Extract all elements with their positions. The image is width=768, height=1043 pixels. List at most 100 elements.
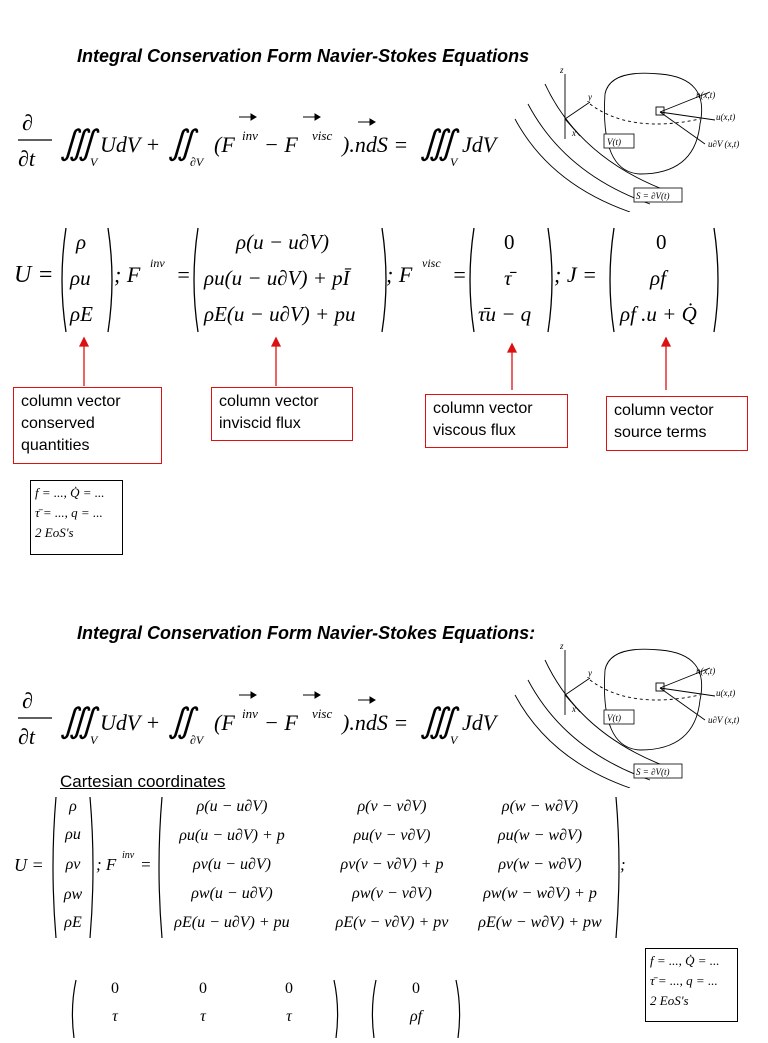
note2-line-2: τ̄ = ..., q = ... [650,973,718,988]
section1-title: Integral Conservation Form Navier-Stokes… [77,46,530,66]
svg-text:− F: − F [264,710,298,735]
section2-title: Integral Conservation Form Navier-Stokes… [77,623,536,643]
callout-viscous: column vector viscous flux [425,394,568,448]
callout-arrows [78,336,672,390]
inv-superscript: inv [242,128,258,143]
note2-line-3: 2 EoS's [650,993,689,1008]
diag-y-label: y [587,92,592,102]
callout-source-line-1: column vector [614,402,714,419]
svg-text:V: V [450,733,459,747]
cart-U-2: ρv [65,856,81,873]
Finv-vector: ρ(u − u∂V) ρu(u − u∂V) + pĪ ρE(u − u∂V) … [190,226,390,334]
J-entry-1: ρf [650,266,666,290]
finv-cell-r4-c1: ρE(v − v∂V) + pv [335,914,449,931]
note1-line-1: f = ..., Q̇ = ... [35,485,105,500]
callout-source-line-2: source terms [614,424,707,441]
diag-usv-label: u∂V (x,t) [708,139,739,149]
note1-line-3: 2 EoS's [35,525,74,540]
svg-text:∂V: ∂V [190,733,205,747]
svg-text:JdV: JdV [462,710,499,735]
finv-cell-r3-c2: ρw(w − w∂V) + p [483,885,597,902]
svg-text:V: V [90,733,99,747]
callout-viscous-line-1: column vector [433,400,533,417]
J-entry-2: ρf .u + Q̇ [620,302,697,326]
cart-U-1: ρu [65,826,81,843]
callout-conserved: column vector conserved quantities [13,387,162,464]
Finv-entry-2: ρE(u − u∂V) + pu [204,302,356,326]
Fvisc-sup: visc [422,256,441,270]
finv-cell-r1-c0: ρu(u − u∂V) + p [179,827,285,844]
finv-cell-r4-c2: ρE(w − w∂V) + pw [478,914,602,931]
diag-n-label: n(x,t) [696,90,715,100]
callout-conserved-line-2: conserved [21,415,95,432]
closure-note-2: f = ..., Q̇ = ... τ̄ = ..., q = ... 2 Eo… [645,948,738,1022]
finv-cell-r2-c0: ρv(u − u∂V) [193,856,271,873]
svg-text:u(x,t): u(x,t) [716,688,735,698]
svg-text:inv: inv [242,706,258,721]
diag-S-label: S = ∂V(t) [636,191,670,201]
diag-u-label: u(x,t) [716,112,735,122]
visc-r2-c3: τ [286,1008,292,1025]
U-vector: ρ ρu ρE [58,226,116,334]
finv-cell-r4-c0: ρE(u − u∂V) + pu [174,914,290,931]
vol-subscript: V [90,155,99,169]
cart-J-0: 0 [412,980,420,997]
finv-cell-r0-c0: ρ(u − u∂V) [196,798,268,815]
cart-J-1: ρf [409,1008,423,1025]
cart-U-label: U = [14,855,44,875]
callout-conserved-line-1: column vector [21,393,121,410]
U-entry-0: ρ [76,230,87,254]
svg-text:∂t: ∂t [18,724,36,749]
partial-symbol: ∂ [22,110,33,135]
U-entry-1: ρu [70,266,91,290]
triple-integral-icon: ∭ [60,125,100,162]
finv-cell-r2-c1: ρv(v − v∂V) + p [340,856,444,873]
J-label: ; J = [554,262,597,287]
note2-line-1: f = ..., Q̇ = ... [650,953,720,968]
svg-text:S = ∂V(t): S = ∂V(t) [636,767,670,777]
integral-equation-2-graphic: ∂ ∂t ∭ V UdV + ∬ ∂V (F inv − F visc ).nd… [18,688,499,749]
callout-viscous-line-2: viscous flux [433,422,516,439]
double-integral-icon: ∬ [168,703,199,740]
surf-subscript: ∂V [190,155,205,169]
cart-U-vector: ρ ρu ρv ρw ρE [50,795,96,940]
visc-r1-c3: 0 [285,980,293,997]
integral-equation-graphic: ∂ ∂t ∭ V UdV + ∬ ∂V (F inv − F visc ).nd… [18,110,499,171]
cart-Fvisc-matrix-partial: 0 0 0 τ τ τ [70,978,340,1039]
Fvisc-vector: 0 τ̄ τ̄u − q [466,226,556,334]
control-volume-diagram-1: z y x n(x,t) u(x,t) u∂V (x,t) V(t) S = ∂… [510,64,760,213]
visc-r2-c2: τ [200,1008,206,1025]
visc-r1-c1: 0 [111,980,119,997]
finv-cell-r3-c0: ρw(u − u∂V) [191,885,273,902]
svg-text:z: z [559,641,564,651]
flux-tail: ).ndS = [340,132,408,157]
vector-arrows-icon [239,113,376,126]
Finv-label: ; F [114,262,141,287]
integral-equation: ∂ ∂t ∭ V UdV + ∬ ∂V (F inv − F visc ).nd… [18,100,518,180]
Fvisc-entry-0: 0 [504,230,515,254]
callout-inviscid: column vector inviscid flux [211,387,353,441]
svg-text:UdV +: UdV + [100,710,160,735]
svg-text:∂: ∂ [22,688,33,713]
Fvisc-label: ; F [386,262,413,287]
control-volume-diagram-2: z y x n(x,t) u(x,t) u∂V (x,t) V(t) S = ∂… [510,640,760,789]
Finv-sup: inv [150,256,165,270]
Fvisc-entry-1: τ̄ [504,266,512,290]
cart-U-4: ρE [64,914,82,931]
finv-cell-r1-c2: ρu(w − w∂V) [497,827,583,844]
visc-r2-c1: τ [112,1008,118,1025]
svg-text:(F: (F [214,710,235,735]
note1-line-2: τ̄ = ..., q = ... [35,505,103,520]
finv-cell-r0-c2: ρ(w − w∂V) [501,798,579,815]
triple-integral-icon: ∭ [60,703,100,740]
svg-text:visc: visc [312,706,332,721]
callout-inviscid-line-1: column vector [219,393,319,410]
Finv-entry-1: ρu(u − u∂V) + pĪ [204,266,350,290]
callout-inviscid-line-2: inviscid flux [219,415,301,432]
cart-U-3: ρw [63,886,83,903]
callout-source: column vector source terms [606,396,748,451]
finv-cell-r2-c2: ρv(w − w∂V) [498,856,582,873]
cart-Finv-matrix: ρ(u − u∂V)ρ(v − v∂V)ρ(w − w∂V)ρu(u − u∂V… [156,795,622,940]
diag-z-label: z [559,65,564,75]
svg-text:x: x [571,704,576,714]
